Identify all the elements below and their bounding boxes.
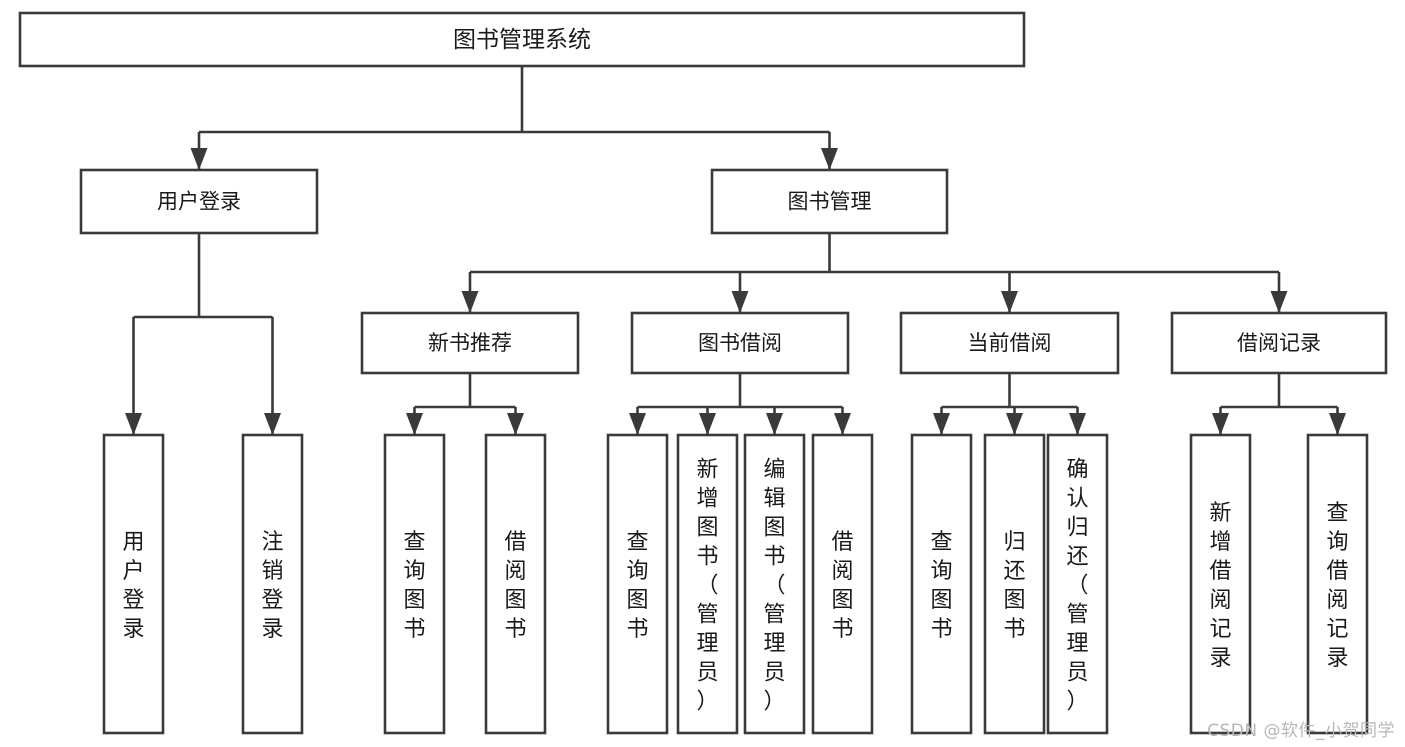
leaf-node-borrow-record-2-label: 查询借阅记录 bbox=[1326, 501, 1348, 671]
arrow-head-icon bbox=[933, 413, 950, 435]
leaf-node-new-book-recommend-1[interactable]: 查询图书 bbox=[383, 433, 446, 735]
leaf-node-book-borrow-4-label: 借阅图书 bbox=[831, 530, 853, 642]
arrow-head-icon bbox=[1329, 413, 1346, 435]
arrow-head-icon bbox=[1212, 413, 1229, 435]
leaf-node-current-borrow-3[interactable]: 确认归还（管理员） bbox=[1046, 433, 1109, 735]
arrow-head-icon bbox=[834, 413, 851, 435]
level3-node-borrow-record-label: 借阅记录 bbox=[1237, 331, 1321, 355]
leaf-node-borrow-record-1[interactable]: 新增借阅记录 bbox=[1189, 433, 1252, 735]
root-node-book-management-system[interactable]: 图书管理系统 bbox=[18, 11, 1026, 68]
arrow-head-icon bbox=[125, 413, 142, 435]
leaf-node-current-borrow-2[interactable]: 归还图书 bbox=[983, 433, 1046, 735]
arrow-head-icon bbox=[1006, 413, 1023, 435]
leaf-node-borrow-record-1-label: 新增借阅记录 bbox=[1209, 501, 1231, 671]
level2-node-book-management[interactable]: 图书管理 bbox=[710, 168, 949, 235]
level2-node-user-login[interactable]: 用户登录 bbox=[79, 168, 319, 235]
leaf-node-new-book-recommend-2[interactable]: 借阅图书 bbox=[484, 433, 547, 735]
leaf-node-borrow-record-2[interactable]: 查询借阅记录 bbox=[1306, 433, 1369, 735]
arrow-head-icon bbox=[1001, 291, 1018, 313]
leaf-node-book-borrow-1-label: 查询图书 bbox=[626, 530, 648, 642]
leaf-node-current-borrow-3-label: 确认归还（管理员） bbox=[1066, 458, 1088, 715]
leaf-node-book-borrow-2-label: 新增图书（管理员） bbox=[696, 458, 718, 715]
leaf-node-user-login-2-label: 注销登录 bbox=[261, 530, 283, 642]
leaf-node-user-login-2[interactable]: 注销登录 bbox=[241, 433, 304, 735]
leaf-node-book-borrow-2[interactable]: 新增图书（管理员） bbox=[676, 433, 739, 735]
level3-node-book-borrow-label: 图书借阅 bbox=[698, 331, 782, 355]
leaf-node-book-borrow-3[interactable]: 编辑图书（管理员） bbox=[743, 433, 806, 735]
level3-node-current-borrow[interactable]: 当前借阅 bbox=[899, 311, 1120, 375]
leaf-node-book-borrow-4[interactable]: 借阅图书 bbox=[811, 433, 874, 735]
arrow-head-icon bbox=[507, 413, 524, 435]
leaf-node-user-login-1-label: 用户登录 bbox=[122, 530, 144, 642]
arrow-head-icon bbox=[766, 413, 783, 435]
root-node-book-management-system-label: 图书管理系统 bbox=[453, 27, 591, 53]
leaf-node-current-borrow-2-label: 归还图书 bbox=[1003, 530, 1025, 642]
level2-node-book-management-label: 图书管理 bbox=[788, 190, 872, 214]
arrow-head-icon bbox=[699, 413, 716, 435]
level3-node-new-book-recommend[interactable]: 新书推荐 bbox=[360, 311, 580, 375]
arrow-head-icon bbox=[461, 291, 479, 313]
arrow-head-icon bbox=[1270, 291, 1288, 313]
node-boxes: 图书管理系统用户登录图书管理新书推荐图书借阅当前借阅借阅记录用户登录注销登录查询… bbox=[18, 11, 1388, 735]
leaf-node-book-borrow-3-label: 编辑图书（管理员） bbox=[763, 458, 785, 715]
level3-node-book-borrow[interactable]: 图书借阅 bbox=[630, 311, 850, 375]
arrow-head-icon bbox=[190, 148, 208, 170]
csdn-watermark: CSDN @软件_小贺同学 bbox=[1207, 721, 1395, 741]
connector-edges bbox=[125, 66, 1346, 435]
arrow-head-icon bbox=[821, 148, 838, 170]
arrow-head-icon bbox=[1069, 413, 1086, 435]
leaf-node-new-book-recommend-1-label: 查询图书 bbox=[403, 530, 425, 642]
leaf-node-user-login-1[interactable]: 用户登录 bbox=[102, 433, 165, 735]
level3-node-new-book-recommend-label: 新书推荐 bbox=[428, 331, 512, 355]
level2-node-user-login-label: 用户登录 bbox=[157, 190, 241, 214]
arrow-head-icon bbox=[406, 413, 423, 435]
arrow-head-icon bbox=[731, 291, 749, 313]
leaf-node-new-book-recommend-2-label: 借阅图书 bbox=[504, 530, 526, 642]
level3-node-borrow-record[interactable]: 借阅记录 bbox=[1170, 311, 1388, 375]
leaf-node-current-borrow-1-label: 查询图书 bbox=[930, 530, 952, 642]
level3-node-current-borrow-label: 当前借阅 bbox=[968, 331, 1052, 355]
arrow-head-icon bbox=[629, 413, 646, 435]
arrow-head-icon bbox=[264, 413, 281, 435]
leaf-node-current-borrow-1[interactable]: 查询图书 bbox=[910, 433, 973, 735]
leaf-node-book-borrow-1[interactable]: 查询图书 bbox=[606, 433, 669, 735]
